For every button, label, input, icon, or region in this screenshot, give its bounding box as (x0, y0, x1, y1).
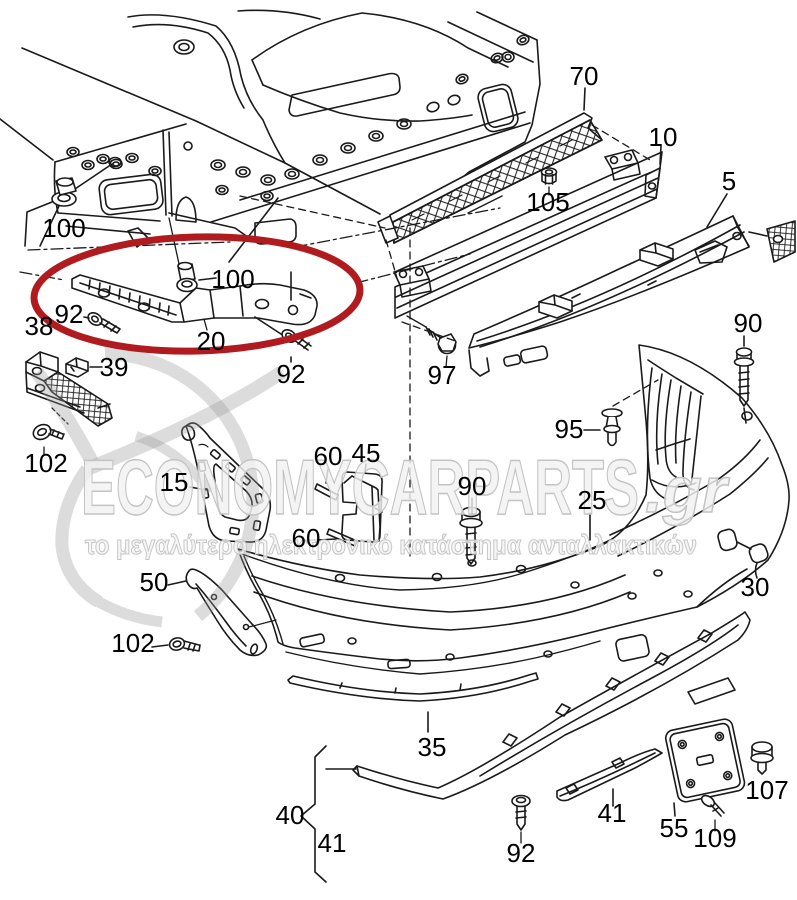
svg-text:92: 92 (507, 838, 536, 868)
svg-text:105: 105 (526, 187, 569, 217)
svg-text:10: 10 (649, 122, 678, 152)
svg-text:90: 90 (734, 308, 763, 338)
svg-text:60: 60 (314, 441, 343, 471)
svg-text:20: 20 (197, 326, 226, 356)
svg-text:100: 100 (42, 213, 85, 243)
svg-text:50: 50 (140, 567, 169, 597)
svg-text:55: 55 (660, 813, 689, 843)
svg-text:ECONOMYCARPARTS: ECONOMYCARPARTS (81, 443, 639, 531)
svg-text:41: 41 (318, 828, 347, 858)
svg-text:100: 100 (211, 264, 254, 294)
svg-text:60: 60 (292, 523, 321, 553)
svg-text:38: 38 (25, 311, 54, 341)
svg-text:.gr: .gr (645, 454, 730, 526)
svg-text:70: 70 (570, 61, 599, 91)
svg-text:25: 25 (578, 485, 607, 515)
svg-text:41: 41 (598, 798, 627, 828)
svg-text:90: 90 (458, 471, 487, 501)
svg-text:39: 39 (100, 352, 129, 382)
svg-text:30: 30 (741, 572, 770, 602)
svg-text:92: 92 (277, 359, 306, 389)
svg-text:109: 109 (693, 823, 736, 853)
svg-text:15: 15 (160, 467, 189, 497)
svg-text:102: 102 (24, 448, 67, 478)
svg-text:40: 40 (276, 800, 305, 830)
svg-text:το μεγαλύτερο ηλεκτρονικό κατά: το μεγαλύτερο ηλεκτρονικό κατάστημα αντα… (85, 530, 697, 560)
svg-text:5: 5 (722, 166, 736, 196)
svg-text:35: 35 (418, 732, 447, 762)
svg-text:107: 107 (745, 775, 788, 805)
svg-text:45: 45 (352, 438, 381, 468)
svg-text:97: 97 (428, 360, 457, 390)
svg-text:95: 95 (555, 414, 584, 444)
svg-text:102: 102 (111, 628, 154, 658)
svg-text:92: 92 (55, 299, 84, 329)
